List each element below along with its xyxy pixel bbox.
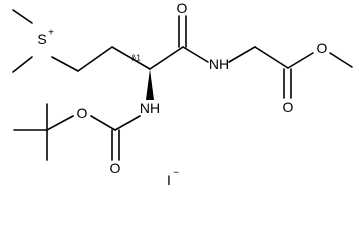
bond-boc-c-oxygen — [90, 115, 116, 131]
bond-oxygen-tbu — [46, 115, 74, 131]
bond-s-ch2 — [51, 56, 79, 72]
sulfonium-charge: + — [48, 28, 54, 39]
bond-s-methyl-upper — [12, 9, 33, 24]
iodide-label: I — [167, 172, 171, 188]
iodide-charge: − — [173, 168, 179, 179]
molecule-structure: S + O NH O O NH O O &1 I − — [12, 0, 353, 188]
atom-label-layer: S + O NH O O NH O O &1 I − — [37, 0, 327, 188]
wedge-calpha-nh — [146, 69, 154, 100]
bond-ch2-ch2 — [77, 46, 113, 72]
bond-nh-ch2 — [228, 46, 256, 63]
amide-oxygen-label: O — [177, 0, 188, 16]
stereo-center-label: &1 — [131, 54, 141, 63]
bond-oxygen-methyl — [329, 52, 353, 68]
ester-oxygen-label: O — [317, 40, 328, 56]
amide-nh-label: NH — [209, 56, 229, 72]
carbamate-oxygen-label: O — [77, 105, 88, 121]
boc-carbonyl-oxygen-label: O — [110, 160, 121, 176]
ester-carbonyl-oxygen-label: O — [283, 99, 294, 115]
bond-co-nh — [182, 46, 209, 63]
boc-nh-label: NH — [140, 100, 160, 116]
bond-layer — [12, 9, 353, 161]
bond-ester-c-oxygen — [287, 52, 314, 69]
bond-ch2-ester-c — [254, 46, 289, 69]
sulfonium-label: S — [37, 31, 46, 47]
bond-s-methyl-lower — [12, 56, 33, 73]
bond-nh-boc-c — [114, 115, 141, 131]
bond-calpha-co — [149, 46, 184, 70]
bond-ch2-calpha — [111, 46, 151, 70]
